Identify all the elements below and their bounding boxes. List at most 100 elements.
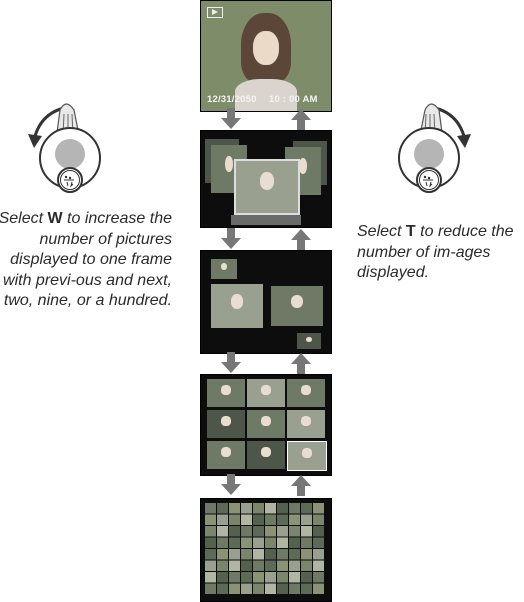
hundred-grid-thumbnail — [265, 526, 276, 537]
hundred-grid-thumbnail — [313, 572, 324, 583]
caption-select-word: Select — [0, 210, 44, 227]
caption-body: to reduce the number of im-ages displaye… — [357, 223, 514, 281]
hundred-grid-thumbnail — [277, 583, 288, 594]
hundred-grid-thumbnail — [289, 560, 300, 571]
hundred-grid-thumbnail — [277, 537, 288, 548]
arrow-down-icon — [221, 352, 241, 373]
playback-screen-hundred-frame — [200, 498, 332, 602]
hundred-grid-thumbnail — [253, 549, 264, 560]
photo-shoulders — [235, 79, 297, 111]
hundred-grid-thumbnail — [277, 503, 288, 514]
caption-select-word: Select — [357, 223, 402, 240]
hundred-grid-thumbnail — [217, 549, 228, 560]
grid-thumbnail — [207, 410, 245, 438]
tele-key-label: T — [405, 223, 416, 240]
frame-right-photo — [271, 286, 323, 326]
hundred-grid-thumbnail — [229, 514, 240, 525]
hundred-grid-thumbnail — [229, 560, 240, 571]
arrow-up-icon — [291, 109, 311, 130]
hundred-grid-thumbnail — [265, 560, 276, 571]
hundred-grid-thumbnail — [301, 503, 312, 514]
hundred-grid-thumbnail — [289, 526, 300, 537]
hundred-grid-thumbnail — [301, 572, 312, 583]
hundred-grid-thumbnail — [205, 583, 216, 594]
hundred-grid-thumbnail — [241, 572, 252, 583]
hundred-grid-thumbnail — [253, 572, 264, 583]
hundred-grid-thumbnail — [289, 572, 300, 583]
frame-left-photo — [211, 284, 263, 328]
date-stamp: 12/31/2050 — [207, 94, 257, 105]
hundred-grid-thumbnail — [289, 549, 300, 560]
hundred-grid-thumbnail — [253, 537, 264, 548]
playback-screen-prev-next — [200, 130, 332, 228]
hundred-grid-thumbnail — [217, 503, 228, 514]
playback-mode-icon — [207, 7, 223, 18]
hundred-grid-thumbnail — [253, 560, 264, 571]
playback-screen-nine-frame — [200, 374, 332, 476]
hundred-grid-thumbnail — [241, 560, 252, 571]
hundred-grid-thumbnail — [265, 572, 276, 583]
mini-thumbnail-top — [211, 259, 237, 279]
grid-thumbnail — [207, 441, 245, 469]
arrow-down-icon — [221, 474, 241, 495]
hundred-grid-thumbnail — [313, 549, 324, 560]
grid-thumbnail — [247, 441, 285, 469]
arrow-up-icon — [291, 353, 311, 374]
hundred-grid-thumbnail — [313, 503, 324, 514]
hundred-grid-thumbnail — [205, 572, 216, 583]
hundred-grid-thumbnail — [265, 503, 276, 514]
hundred-grid-thumbnail — [205, 549, 216, 560]
grid-thumbnail — [287, 441, 327, 471]
hundred-grid-thumbnail — [241, 583, 252, 594]
playback-screen-single: 12/31/2050 10 : 00 AM — [200, 0, 332, 112]
hundred-grid-thumbnail — [217, 560, 228, 571]
hundred-grid-thumbnail — [241, 526, 252, 537]
wide-key-label: W — [47, 210, 63, 227]
hundred-grid-thumbnail — [217, 526, 228, 537]
hundred-grid-thumbnail — [277, 526, 288, 537]
hundred-grid-thumbnail — [289, 514, 300, 525]
hundred-grid-thumbnail — [289, 503, 300, 514]
hundred-grid-thumbnail — [313, 560, 324, 571]
hundred-grid-thumbnail — [229, 583, 240, 594]
hundred-grid-thumbnail — [289, 583, 300, 594]
hundred-grid-thumbnail — [313, 537, 324, 548]
hundred-grid-thumbnail — [229, 549, 240, 560]
hundred-grid-thumbnail — [265, 514, 276, 525]
hundred-grid-thumbnail — [229, 572, 240, 583]
hundred-grid-thumbnail — [217, 537, 228, 548]
grid-thumbnail — [287, 410, 325, 438]
caption-body: to increase the number of pictures displ… — [3, 210, 172, 309]
photo-face — [253, 31, 279, 65]
arrow-up-icon — [291, 475, 311, 496]
hundred-grid-thumbnail — [301, 560, 312, 571]
current-photo — [234, 159, 300, 215]
hundred-grid-thumbnail — [253, 583, 264, 594]
hundred-grid-thumbnail — [301, 549, 312, 560]
hundred-grid-thumbnail — [253, 526, 264, 537]
hundred-grid-thumbnail — [277, 572, 288, 583]
grid-thumbnail — [287, 379, 325, 407]
thumbnail-strip — [231, 215, 301, 225]
hundred-thumbnail-grid — [205, 503, 324, 594]
hundred-grid-thumbnail — [229, 537, 240, 548]
grid-thumbnail — [247, 379, 285, 407]
hundred-grid-thumbnail — [301, 583, 312, 594]
hundred-grid-thumbnail — [229, 503, 240, 514]
tele-instruction-text: Select T to reduce the number of im-ages… — [357, 222, 522, 284]
hundred-grid-thumbnail — [277, 549, 288, 560]
hundred-grid-thumbnail — [217, 583, 228, 594]
hundred-grid-thumbnail — [205, 560, 216, 571]
wide-instruction-text: Select W to increase the number of pictu… — [0, 209, 172, 312]
hundred-grid-thumbnail — [241, 514, 252, 525]
playback-screen-two-frame — [200, 250, 332, 354]
hundred-grid-thumbnail — [205, 537, 216, 548]
time-stamp: 10 : 00 AM — [269, 94, 318, 105]
hundred-grid-thumbnail — [277, 560, 288, 571]
arrow-down-icon — [221, 108, 241, 129]
zoom-dial-tele-icon — [398, 103, 471, 193]
hundred-grid-thumbnail — [205, 526, 216, 537]
hundred-grid-thumbnail — [205, 503, 216, 514]
grid-thumbnail — [247, 410, 285, 438]
hundred-grid-thumbnail — [313, 583, 324, 594]
